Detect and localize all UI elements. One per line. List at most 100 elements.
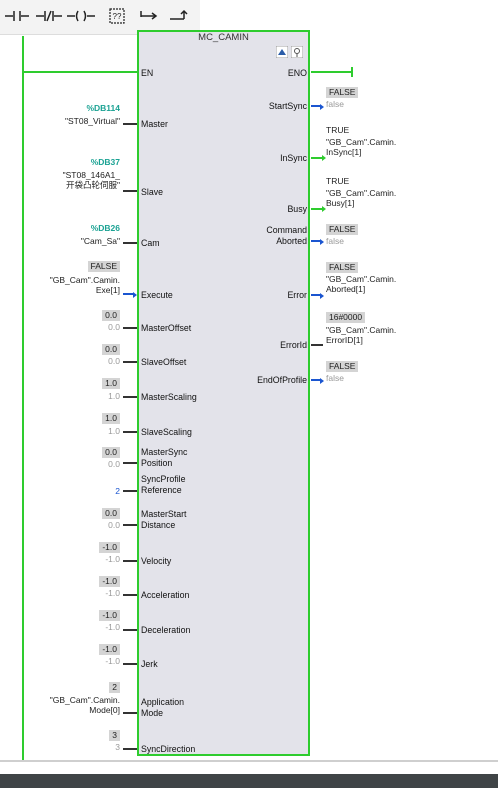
deceleration-value: -1.0 bbox=[99, 610, 120, 621]
coil-icon[interactable] bbox=[66, 3, 96, 29]
applicationmode-tag[interactable]: "GB_Cam".Camin.Mode[0] bbox=[49, 695, 120, 715]
errorid-value: 16#0000 bbox=[326, 312, 366, 323]
masterscaling-wire bbox=[123, 396, 137, 398]
ladder-toolbar: ?? bbox=[0, 0, 200, 35]
empty-box-icon[interactable]: ?? bbox=[102, 3, 132, 29]
busy-wire bbox=[311, 208, 323, 210]
busy-arrow bbox=[322, 206, 326, 212]
masterscaling-value: 1.0 bbox=[102, 378, 120, 389]
applicationmode-wire bbox=[123, 712, 137, 714]
pin-startsync: StartSync bbox=[268, 101, 307, 111]
velocity-value: -1.0 bbox=[99, 542, 120, 553]
pin-slaveoffset: SlaveOffset bbox=[141, 357, 187, 367]
pin-masteroffset: MasterOffset bbox=[141, 323, 192, 333]
master-tag[interactable]: "ST08_Virtual" bbox=[64, 116, 120, 126]
error-value: FALSE bbox=[326, 262, 359, 273]
pin-slavescaling: SlaveScaling bbox=[141, 427, 192, 437]
pin-execute: Execute bbox=[141, 290, 173, 300]
slave-wire bbox=[123, 190, 137, 192]
deceleration-default[interactable]: -1.0 bbox=[105, 622, 120, 632]
startsync-arrow bbox=[320, 104, 324, 110]
cam-tag[interactable]: "Cam_Sa" bbox=[80, 236, 120, 246]
pin-insync: InSync bbox=[280, 153, 307, 163]
block-title: MC_CAMIN bbox=[198, 32, 249, 43]
slavescaling-default[interactable]: 1.0 bbox=[108, 426, 120, 436]
pin-eno: ENO bbox=[287, 68, 307, 78]
mc-camin-block[interactable] bbox=[137, 30, 310, 756]
slave-tag[interactable]: "ST08_146A1_开袋凸轮伺服" bbox=[62, 170, 120, 190]
diagnostics-icon[interactable] bbox=[290, 45, 304, 59]
normally-open-contact-icon[interactable] bbox=[2, 3, 32, 29]
applicationmode-value: 2 bbox=[109, 682, 120, 693]
endofprofile-default[interactable]: false bbox=[326, 373, 344, 383]
pin-errorid: ErrorId bbox=[280, 340, 307, 350]
errorid-tag[interactable]: "GB_Cam".Camin.ErrorID[1] bbox=[326, 325, 397, 345]
execute-wire bbox=[123, 293, 134, 295]
branch-open-icon[interactable] bbox=[134, 3, 164, 29]
pin-en: EN bbox=[141, 68, 154, 78]
pin-deceleration: Deceleration bbox=[141, 625, 191, 635]
masterscaling-default[interactable]: 1.0 bbox=[108, 391, 120, 401]
busy-value: TRUE bbox=[326, 176, 350, 186]
mastersyncposition-value: 0.0 bbox=[102, 447, 120, 458]
pin-busy: Busy bbox=[287, 204, 307, 214]
syncprofilereference-wire bbox=[123, 490, 137, 492]
power-rail bbox=[22, 36, 24, 760]
error-wire bbox=[311, 294, 321, 296]
pin-cam: Cam bbox=[141, 238, 160, 248]
acceleration-default[interactable]: -1.0 bbox=[105, 588, 120, 598]
insync-arrow bbox=[322, 155, 326, 161]
execute-tag[interactable]: "GB_Cam".Camin.Exe[1] bbox=[49, 275, 120, 295]
masteroffset-default[interactable]: 0.0 bbox=[108, 322, 120, 332]
pin-jerk: Jerk bbox=[141, 659, 158, 669]
velocity-default[interactable]: -1.0 bbox=[105, 554, 120, 564]
master-db: %DB114 bbox=[86, 103, 120, 113]
status-bar bbox=[0, 774, 498, 788]
masterstartdistance-default[interactable]: 0.0 bbox=[108, 520, 120, 530]
mastersyncposition-default[interactable]: 0.0 bbox=[108, 459, 120, 469]
pin-endofprofile: EndOfProfile bbox=[257, 375, 307, 385]
syncprofilereference-default[interactable]: 2 bbox=[115, 486, 120, 496]
pin-master: Master bbox=[141, 119, 168, 129]
slavescaling-value: 1.0 bbox=[102, 413, 120, 424]
syncdirection-value: 3 bbox=[109, 730, 120, 741]
error-tag[interactable]: "GB_Cam".Camin.Aborted[1] bbox=[326, 274, 397, 294]
deceleration-wire bbox=[123, 629, 137, 631]
startsync-default[interactable]: false bbox=[326, 99, 344, 109]
normally-closed-contact-icon[interactable] bbox=[34, 3, 64, 29]
master-wire bbox=[123, 123, 137, 125]
acceleration-wire bbox=[123, 594, 137, 596]
cam-wire bbox=[123, 242, 137, 244]
insync-wire bbox=[311, 157, 323, 159]
branch-close-icon[interactable] bbox=[166, 3, 196, 29]
errorid-wire bbox=[311, 344, 323, 346]
jerk-default[interactable]: -1.0 bbox=[105, 656, 120, 666]
masteroffset-value: 0.0 bbox=[102, 310, 120, 321]
masteroffset-wire bbox=[123, 327, 137, 329]
endofprofile-arrow bbox=[320, 378, 324, 384]
slaveoffset-value: 0.0 bbox=[102, 344, 120, 355]
endofprofile-value: FALSE bbox=[326, 361, 359, 372]
startsync-value: FALSE bbox=[326, 87, 359, 98]
pin-slave: Slave bbox=[141, 187, 164, 197]
commandaborted-arrow bbox=[320, 239, 324, 245]
slavescaling-wire bbox=[123, 431, 137, 433]
slaveoffset-default[interactable]: 0.0 bbox=[108, 356, 120, 366]
masterstartdistance-value: 0.0 bbox=[102, 508, 120, 519]
insync-tag[interactable]: "GB_Cam".Camin.InSync[1] bbox=[326, 137, 397, 157]
commandaborted-default[interactable]: false bbox=[326, 236, 344, 246]
instance-db-icon[interactable] bbox=[275, 45, 289, 59]
busy-tag[interactable]: "GB_Cam".Camin.Busy[1] bbox=[326, 188, 397, 208]
syncdirection-default[interactable]: 3 bbox=[115, 742, 120, 752]
syncdirection-wire bbox=[123, 748, 137, 750]
pin-velocity: Velocity bbox=[141, 556, 172, 566]
error-arrow bbox=[320, 293, 324, 299]
jerk-value: -1.0 bbox=[99, 644, 120, 655]
slaveoffset-wire bbox=[123, 361, 137, 363]
endofprofile-wire bbox=[311, 379, 321, 381]
pin-syncdirection: SyncDirection bbox=[141, 744, 196, 754]
